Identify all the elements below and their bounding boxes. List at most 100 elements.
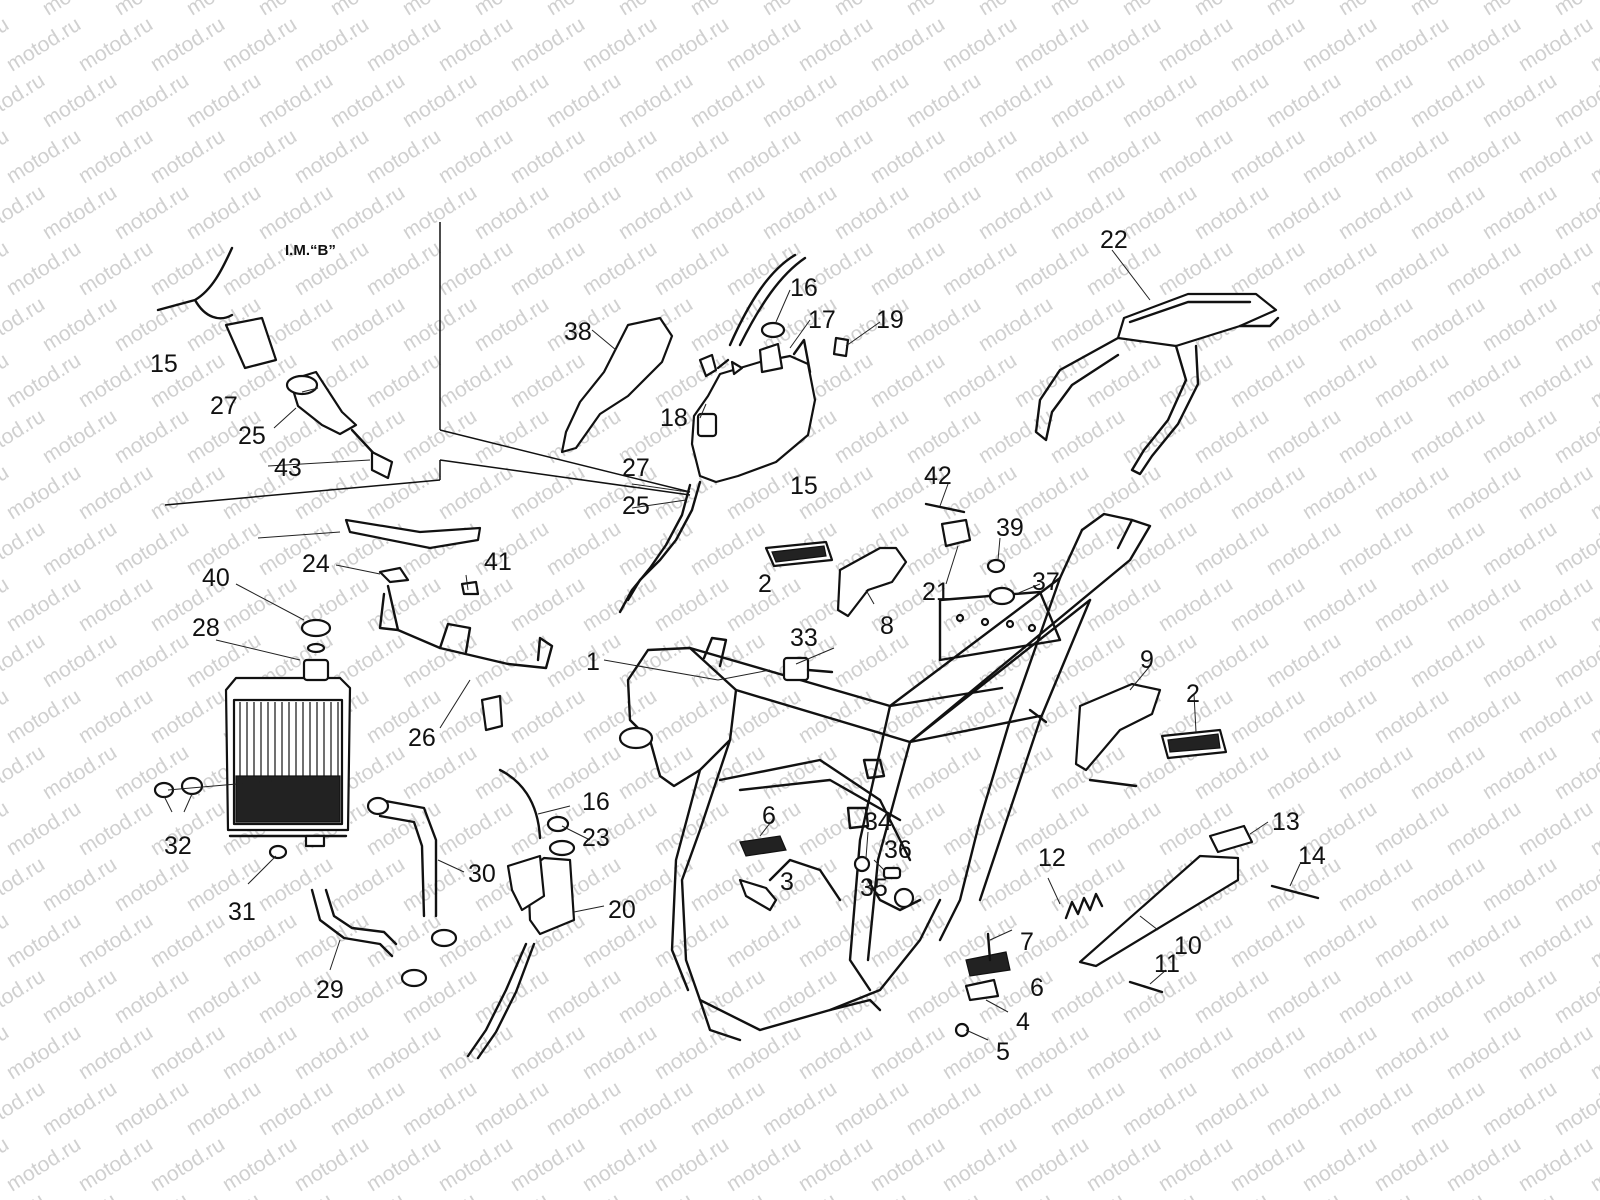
- watermark-text: motod.ru: [1046, 1189, 1128, 1200]
- watermark-text: motod.ru: [1082, 573, 1164, 636]
- watermark-text: motod.ru: [1406, 629, 1488, 692]
- watermark-text: motod.ru: [326, 0, 408, 20]
- watermark-text: motod.ru: [938, 685, 1020, 748]
- watermark-text: motod.ru: [74, 797, 156, 860]
- inset-fuel-tap-assembly: [156, 246, 394, 480]
- callout-2-left: 2: [758, 570, 772, 598]
- watermark-text: motod.ru: [218, 125, 300, 188]
- watermark-text: motod.ru: [1226, 1021, 1308, 1084]
- watermark-text: motod.ru: [506, 573, 588, 636]
- watermark-text: motod.ru: [722, 909, 804, 972]
- watermark-text: motod.ru: [974, 69, 1056, 132]
- watermark-text: motod.ru: [1442, 909, 1524, 972]
- watermark-text: motod.ru: [830, 405, 912, 468]
- watermark-text: motod.ru: [470, 1189, 552, 1200]
- watermark-text: motod.ru: [614, 1189, 696, 1200]
- watermark-text: motod.ru: [650, 685, 732, 748]
- watermark-text: motod.ru: [1010, 237, 1092, 300]
- watermark-text: motod.ru: [1406, 517, 1488, 580]
- watermark-text: motod.ru: [434, 237, 516, 300]
- overflow-hose: [466, 942, 528, 1058]
- watermark-text: motod.ru: [794, 909, 876, 972]
- watermark-text: motod.ru: [110, 1077, 192, 1140]
- watermark-text: motod.ru: [974, 181, 1056, 244]
- watermark-text: motod.ru: [1334, 965, 1416, 1028]
- watermark-text: motod.ru: [686, 181, 768, 244]
- watermark-text: motod.ru: [254, 1189, 336, 1200]
- watermark-text: motod.ru: [1442, 573, 1524, 636]
- watermark-text: motod.ru: [1226, 237, 1308, 300]
- watermark-text: motod.ru: [830, 629, 912, 692]
- watermark-text: motod.ru: [542, 629, 624, 692]
- watermark-text: motod.ru: [38, 1189, 120, 1200]
- watermark-text: motod.ru: [1334, 69, 1416, 132]
- watermark-text: motod.ru: [1442, 237, 1524, 300]
- part-30-hose: [378, 798, 438, 918]
- watermark-text: motod.ru: [1334, 0, 1416, 20]
- watermark-text: motod.ru: [506, 125, 588, 188]
- callout-28: 28: [192, 614, 220, 642]
- watermark-text: motod.ru: [1082, 461, 1164, 524]
- callout-25-inset: 25: [238, 422, 266, 450]
- watermark-text: motod.ru: [146, 13, 228, 76]
- watermark-text: motod.ru: [1226, 125, 1308, 188]
- watermark-text: motod.ru: [1334, 181, 1416, 244]
- callout-6-lower: 6: [1030, 974, 1044, 1002]
- watermark-text: motod.ru: [902, 0, 984, 20]
- watermark-text: motod.ru: [74, 1133, 156, 1196]
- watermark-text: motod.ru: [1190, 405, 1272, 468]
- watermark-text: motod.ru: [0, 181, 49, 244]
- watermark-text: motod.ru: [74, 909, 156, 972]
- watermark-text: motod.ru: [1550, 293, 1600, 356]
- part-24-clip: [378, 566, 410, 584]
- callout-29: 29: [316, 976, 344, 1004]
- watermark-text: motod.ru: [1154, 1133, 1236, 1196]
- watermark-text: motod.ru: [326, 853, 408, 916]
- callout-23: 23: [582, 824, 610, 852]
- watermark-text: motod.ru: [830, 181, 912, 244]
- watermark-text: motod.ru: [470, 0, 552, 20]
- watermark-text: motod.ru: [1262, 1077, 1344, 1140]
- watermark-text: motod.ru: [1442, 685, 1524, 748]
- watermark-text: motod.ru: [2, 461, 84, 524]
- part-33-bushing: [782, 656, 834, 682]
- watermark-text: motod.ru: [1370, 573, 1452, 636]
- watermark-text: motod.ru: [254, 69, 336, 132]
- watermark-text: motod.ru: [1334, 1189, 1416, 1200]
- watermark-text: motod.ru: [470, 181, 552, 244]
- watermark-text: motod.ru: [1442, 349, 1524, 412]
- watermark-text: motod.ru: [830, 69, 912, 132]
- watermark-text: motod.ru: [1118, 1189, 1200, 1200]
- part-40-cap: [300, 618, 332, 638]
- watermark-text: motod.ru: [938, 125, 1020, 188]
- watermark-text: motod.ru: [362, 349, 444, 412]
- watermark-text: motod.ru: [866, 349, 948, 412]
- watermark-text: motod.ru: [2, 13, 84, 76]
- watermark-text: motod.ru: [470, 69, 552, 132]
- callout-37: 37: [1032, 568, 1060, 596]
- watermark-text: motod.ru: [722, 1021, 804, 1084]
- watermark-text: motod.ru: [1478, 69, 1560, 132]
- watermark-text: motod.ru: [74, 573, 156, 636]
- watermark-text: motod.ru: [1478, 181, 1560, 244]
- watermark-text: motod.ru: [758, 0, 840, 20]
- watermark-text: motod.ru: [1478, 0, 1560, 20]
- watermark-text: motod.ru: [146, 1133, 228, 1196]
- watermark-text: motod.ru: [434, 125, 516, 188]
- watermark-text: motod.ru: [1550, 965, 1600, 1028]
- watermark-text: motod.ru: [362, 125, 444, 188]
- part-20-reservoir: [506, 839, 576, 936]
- watermark-text: motod.ru: [1298, 349, 1380, 412]
- watermark-text: motod.ru: [1118, 69, 1200, 132]
- watermark-text: motod.ru: [290, 1133, 372, 1196]
- watermark-text: motod.ru: [1370, 237, 1452, 300]
- watermark-text: motod.ru: [1298, 1133, 1380, 1196]
- watermark-text: motod.ru: [1478, 1077, 1560, 1140]
- watermark-text: motod.ru: [326, 181, 408, 244]
- watermark-text: motod.ru: [938, 349, 1020, 412]
- watermark-text: motod.ru: [1514, 797, 1596, 860]
- part-4-pivot: [964, 978, 1000, 1002]
- callout-13: 13: [1272, 808, 1300, 836]
- watermark-text: motod.ru: [254, 1077, 336, 1140]
